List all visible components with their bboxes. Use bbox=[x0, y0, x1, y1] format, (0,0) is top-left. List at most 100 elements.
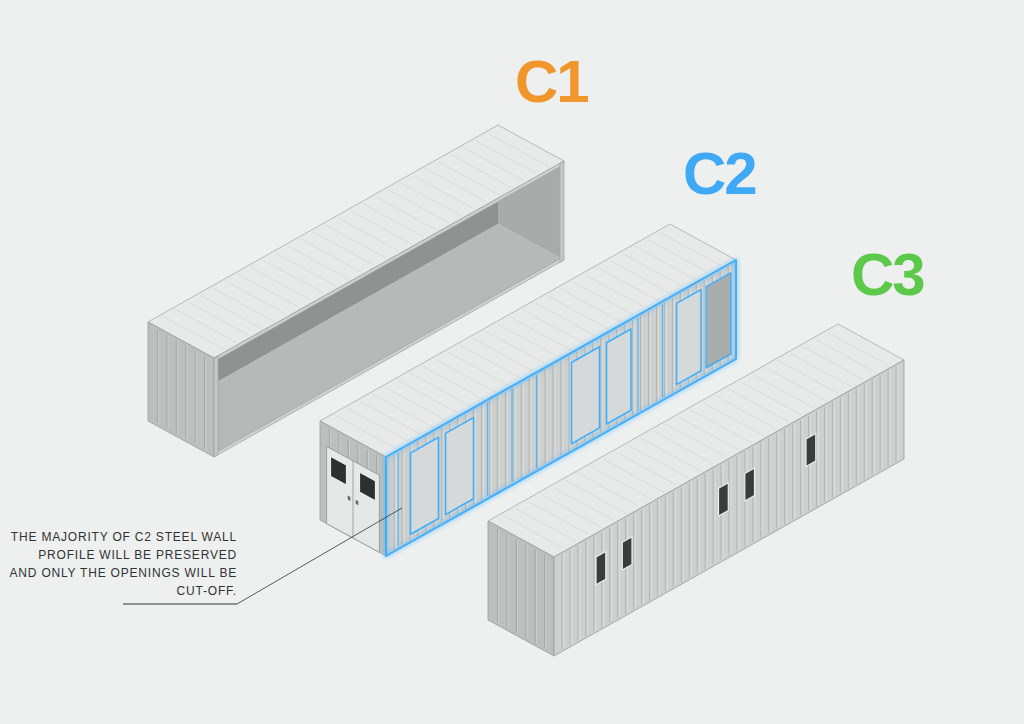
side-rib bbox=[880, 375, 881, 470]
roof-rib bbox=[541, 494, 602, 527]
side-rib bbox=[640, 316, 641, 411]
door-handle bbox=[348, 496, 351, 501]
side-rib bbox=[681, 487, 682, 582]
side-rib bbox=[523, 382, 524, 477]
side-rib bbox=[579, 544, 580, 639]
roof-rib bbox=[413, 176, 474, 209]
side-rib bbox=[850, 392, 851, 487]
roof-rib bbox=[573, 282, 634, 315]
container-end bbox=[320, 421, 386, 556]
roof-rib bbox=[476, 141, 537, 174]
roof-rib bbox=[660, 232, 721, 265]
side-rib bbox=[664, 302, 665, 397]
roof-rib bbox=[616, 452, 677, 485]
blue-profile-line bbox=[662, 304, 663, 397]
roof-rib bbox=[753, 375, 814, 408]
side-rib bbox=[396, 453, 397, 548]
window bbox=[622, 537, 632, 570]
side-rib bbox=[505, 392, 506, 487]
side-rib bbox=[731, 459, 732, 554]
side-rib bbox=[507, 391, 508, 486]
roof-rib bbox=[535, 303, 596, 336]
side-rib bbox=[705, 474, 706, 569]
roof-rib bbox=[585, 275, 646, 308]
roof-rib bbox=[463, 148, 524, 181]
end-rib bbox=[195, 351, 196, 444]
side-rib bbox=[642, 315, 643, 410]
side-rib bbox=[611, 526, 612, 621]
side-rib bbox=[651, 504, 652, 599]
roof-rib bbox=[610, 261, 671, 294]
side-rib bbox=[699, 477, 700, 572]
side-rib bbox=[441, 428, 442, 523]
side-rib bbox=[521, 383, 522, 478]
end-rib bbox=[497, 529, 498, 622]
side-rib bbox=[832, 402, 833, 497]
roof-rib bbox=[548, 296, 609, 329]
side-rib bbox=[794, 423, 795, 518]
side-rib bbox=[393, 455, 394, 550]
side-rib bbox=[632, 320, 633, 415]
roof-rib bbox=[363, 204, 424, 237]
roof-rib bbox=[388, 190, 449, 223]
roof-rib bbox=[510, 317, 571, 350]
roof-rib bbox=[828, 332, 889, 365]
side-rib bbox=[547, 368, 548, 463]
side-rib bbox=[818, 410, 819, 505]
side-rib bbox=[515, 386, 516, 481]
side-rib bbox=[497, 396, 498, 491]
end-rib bbox=[204, 356, 205, 449]
corner-post bbox=[560, 161, 564, 262]
wall-opening bbox=[706, 273, 731, 368]
side-rib bbox=[483, 404, 484, 499]
side-rib bbox=[874, 379, 875, 474]
roof-rib bbox=[578, 473, 639, 506]
wall-opening bbox=[677, 290, 702, 385]
roof-rib bbox=[741, 382, 802, 415]
side-rib bbox=[778, 432, 779, 527]
side-rib bbox=[569, 550, 570, 645]
side-rib bbox=[513, 387, 514, 482]
roof-rib bbox=[348, 408, 409, 441]
side-rib bbox=[689, 483, 690, 578]
side-rib bbox=[633, 514, 634, 609]
side-rib bbox=[697, 478, 698, 573]
side-rib bbox=[770, 437, 771, 532]
side-rib bbox=[896, 366, 897, 461]
side-rib bbox=[499, 395, 500, 490]
side-rib bbox=[713, 469, 714, 564]
blue-profile-line bbox=[511, 389, 512, 482]
side-rib bbox=[704, 280, 705, 375]
end-rib bbox=[517, 540, 518, 633]
roof-rib bbox=[326, 225, 387, 258]
side-rib bbox=[561, 360, 562, 455]
side-rib bbox=[776, 434, 777, 529]
side-rib bbox=[553, 365, 554, 460]
side-rib bbox=[842, 397, 843, 492]
roof-rib bbox=[566, 480, 627, 513]
side-rib bbox=[800, 420, 801, 515]
container-side-outline bbox=[554, 360, 904, 656]
side-rib bbox=[715, 468, 716, 563]
side-rib bbox=[545, 369, 546, 464]
roof-rib bbox=[351, 211, 412, 244]
side-rib bbox=[673, 492, 674, 587]
side-rib bbox=[650, 310, 651, 405]
side-rib bbox=[475, 409, 476, 504]
roof-rib bbox=[473, 338, 534, 371]
side-rib bbox=[443, 426, 444, 521]
side-rib bbox=[672, 298, 673, 393]
roof-rib bbox=[591, 466, 652, 499]
side-rib bbox=[602, 337, 603, 432]
container-side bbox=[554, 360, 904, 656]
end-rib bbox=[176, 340, 177, 433]
side-rib bbox=[404, 449, 405, 544]
side-rib bbox=[826, 406, 827, 501]
side-rib bbox=[561, 555, 562, 650]
side-rib bbox=[649, 505, 650, 600]
end-rib bbox=[157, 330, 158, 423]
end-rib bbox=[166, 335, 167, 428]
side-rib bbox=[739, 455, 740, 550]
roof-rib bbox=[435, 359, 496, 392]
